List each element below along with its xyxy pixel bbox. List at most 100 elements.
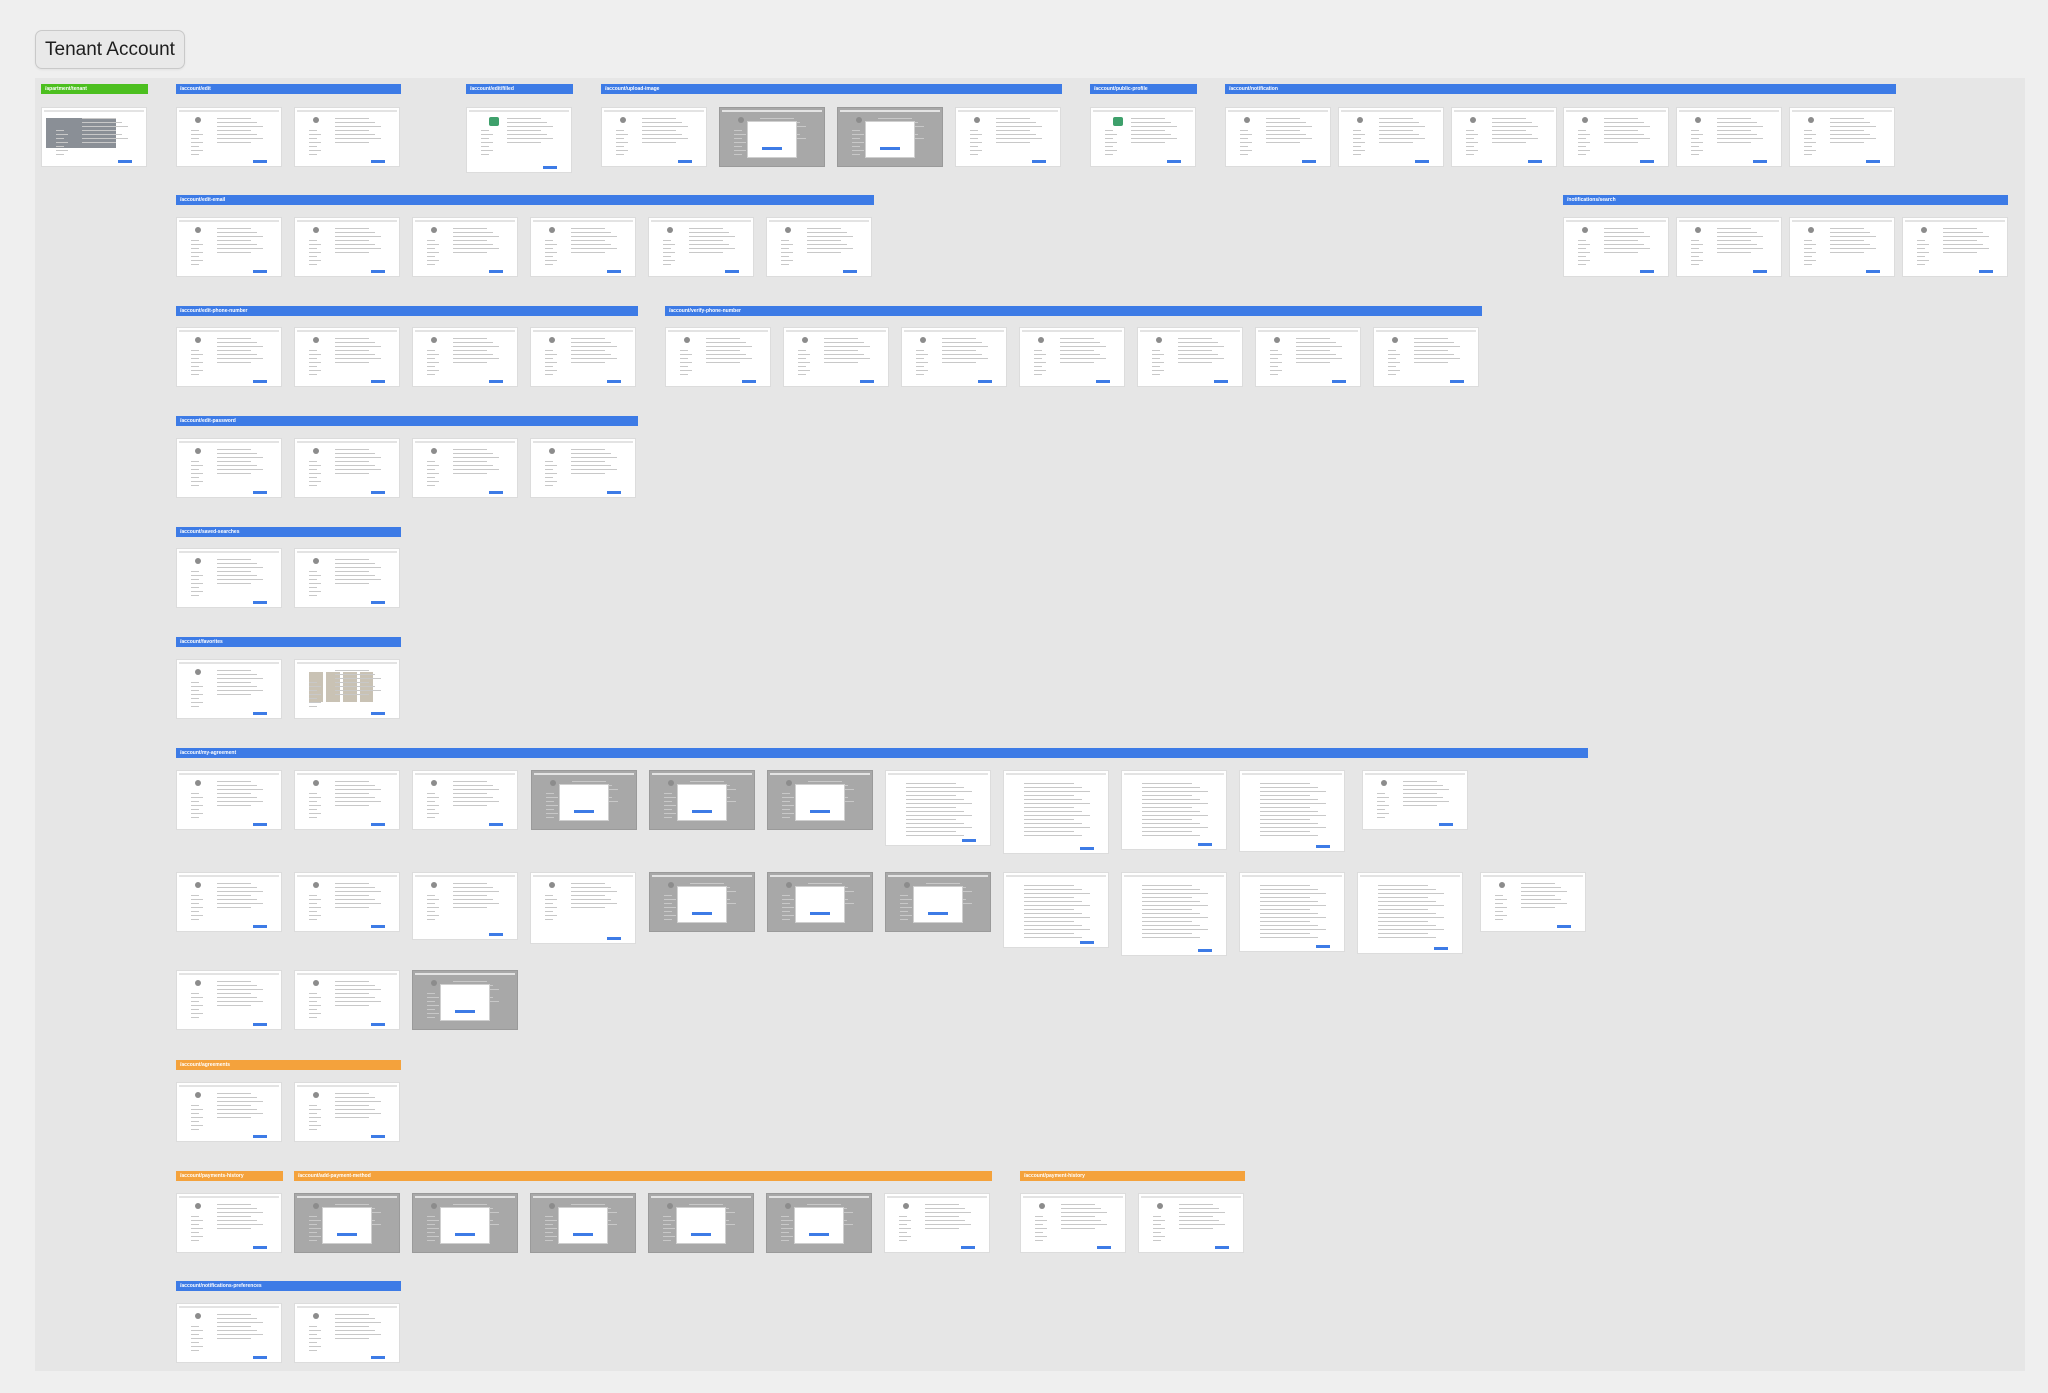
screen-thumbnail[interactable] xyxy=(1789,217,1895,277)
screen-thumbnail[interactable] xyxy=(412,970,518,1030)
screen-thumbnail[interactable] xyxy=(294,659,400,719)
screen-thumbnail[interactable] xyxy=(294,770,400,830)
screen-thumbnail[interactable] xyxy=(601,107,707,167)
section-label[interactable]: /notifications/search xyxy=(1563,195,2008,205)
screen-thumbnail[interactable] xyxy=(41,107,147,167)
screen-thumbnail[interactable] xyxy=(649,872,755,932)
screen-thumbnail[interactable] xyxy=(1255,327,1361,387)
screen-thumbnail[interactable] xyxy=(294,327,400,387)
screen-thumbnail[interactable] xyxy=(412,438,518,498)
screen-thumbnail[interactable] xyxy=(1239,770,1345,852)
screen-thumbnail[interactable] xyxy=(412,872,518,940)
section-label[interactable]: /account/saved-searches xyxy=(176,527,401,537)
screen-thumbnail[interactable] xyxy=(294,107,400,167)
screen-thumbnail[interactable] xyxy=(885,872,991,932)
screen-thumbnail[interactable] xyxy=(530,872,636,944)
screen-thumbnail[interactable] xyxy=(412,1193,518,1253)
section-label[interactable]: /account/my-agreement xyxy=(176,748,1588,758)
screen-thumbnail[interactable] xyxy=(1563,217,1669,277)
screen-thumbnail[interactable] xyxy=(1676,107,1782,167)
screen-thumbnail[interactable] xyxy=(294,1303,400,1363)
screen-thumbnail[interactable] xyxy=(176,970,282,1030)
screen-thumbnail[interactable] xyxy=(176,872,282,932)
section-label[interactable]: /account/agreements xyxy=(176,1060,401,1070)
screen-thumbnail[interactable] xyxy=(1789,107,1895,167)
screen-thumbnail[interactable] xyxy=(1137,327,1243,387)
section-label[interactable]: /account/add-payment-method xyxy=(294,1171,992,1181)
screen-thumbnail[interactable] xyxy=(530,438,636,498)
screen-thumbnail[interactable] xyxy=(176,327,282,387)
screen-thumbnail[interactable] xyxy=(1451,107,1557,167)
screen-thumbnail[interactable] xyxy=(1902,217,2008,277)
screen-thumbnail[interactable] xyxy=(783,327,889,387)
section-label[interactable]: /account/edit-email xyxy=(176,195,874,205)
screen-thumbnail[interactable] xyxy=(1225,107,1331,167)
section-label[interactable]: /account/verify-phone-number xyxy=(665,306,1482,316)
screen-thumbnail[interactable] xyxy=(1019,327,1125,387)
screen-thumbnail[interactable] xyxy=(766,1193,872,1253)
screen-thumbnail[interactable] xyxy=(176,1193,282,1253)
screen-thumbnail[interactable] xyxy=(176,548,282,608)
screen-thumbnail[interactable] xyxy=(648,217,754,277)
screen-thumbnail[interactable] xyxy=(1676,217,1782,277)
section-label[interactable]: /account/notifications-preferences xyxy=(176,1281,401,1291)
section-label[interactable]: /apartment/tenant xyxy=(41,84,148,94)
section-label[interactable]: /account/public-profile xyxy=(1090,84,1197,94)
screen-thumbnail[interactable] xyxy=(1090,107,1196,167)
screen-thumbnail[interactable] xyxy=(176,770,282,830)
screen-thumbnail[interactable] xyxy=(1480,872,1586,932)
screen-thumbnail[interactable] xyxy=(1373,327,1479,387)
screen-thumbnail[interactable] xyxy=(884,1193,990,1253)
section-label[interactable]: /account/payments-history xyxy=(176,1171,283,1181)
screen-thumbnail[interactable] xyxy=(530,327,636,387)
screen-thumbnail[interactable] xyxy=(1239,872,1345,952)
screen-thumbnail[interactable] xyxy=(176,1303,282,1363)
screen-thumbnail[interactable] xyxy=(901,327,1007,387)
screen-thumbnail[interactable] xyxy=(412,217,518,277)
section-label[interactable]: /account/payment-history xyxy=(1020,1171,1245,1181)
screen-thumbnail[interactable] xyxy=(955,107,1061,167)
screen-thumbnail[interactable] xyxy=(412,770,518,830)
section-label[interactable]: /account/edit/filled xyxy=(466,84,573,94)
screen-thumbnail[interactable] xyxy=(1003,770,1109,854)
screen-thumbnail[interactable] xyxy=(294,970,400,1030)
screen-thumbnail[interactable] xyxy=(837,107,943,167)
screen-thumbnail[interactable] xyxy=(1138,1193,1244,1253)
screen-thumbnail[interactable] xyxy=(294,217,400,277)
screen-thumbnail[interactable] xyxy=(176,107,282,167)
screen-thumbnail[interactable] xyxy=(767,872,873,932)
screen-thumbnail[interactable] xyxy=(767,770,873,830)
screen-thumbnail[interactable] xyxy=(294,872,400,932)
screen-thumbnail[interactable] xyxy=(719,107,825,167)
screen-thumbnail[interactable] xyxy=(1357,872,1463,954)
screen-thumbnail[interactable] xyxy=(649,770,755,830)
section-label[interactable]: /account/favorites xyxy=(176,637,401,647)
screen-thumbnail[interactable] xyxy=(648,1193,754,1253)
screen-thumbnail[interactable] xyxy=(1003,872,1109,948)
screen-thumbnail[interactable] xyxy=(176,217,282,277)
screen-thumbnail[interactable] xyxy=(530,217,636,277)
screen-thumbnail[interactable] xyxy=(176,438,282,498)
screen-thumbnail[interactable] xyxy=(294,438,400,498)
screen-thumbnail[interactable] xyxy=(1338,107,1444,167)
screen-thumbnail[interactable] xyxy=(766,217,872,277)
screen-thumbnail[interactable] xyxy=(531,770,637,830)
screen-thumbnail[interactable] xyxy=(412,327,518,387)
screen-thumbnail[interactable] xyxy=(665,327,771,387)
screen-thumbnail[interactable] xyxy=(294,548,400,608)
screen-thumbnail[interactable] xyxy=(1121,872,1227,956)
screen-thumbnail[interactable] xyxy=(466,107,572,173)
screen-thumbnail[interactable] xyxy=(1020,1193,1126,1253)
screen-thumbnail[interactable] xyxy=(176,1082,282,1142)
screen-thumbnail[interactable] xyxy=(885,770,991,846)
section-label[interactable]: /account/notification xyxy=(1225,84,1896,94)
section-label[interactable]: /account/edit xyxy=(176,84,401,94)
screen-thumbnail[interactable] xyxy=(1362,770,1468,830)
screen-thumbnail[interactable] xyxy=(1121,770,1227,850)
section-label[interactable]: /account/edit-password xyxy=(176,416,638,426)
section-label[interactable]: /account/edit-phone-number xyxy=(176,306,638,316)
screen-thumbnail[interactable] xyxy=(1563,107,1669,167)
screen-thumbnail[interactable] xyxy=(176,659,282,719)
screen-thumbnail[interactable] xyxy=(294,1193,400,1253)
section-label[interactable]: /account/upload-image xyxy=(601,84,1062,94)
